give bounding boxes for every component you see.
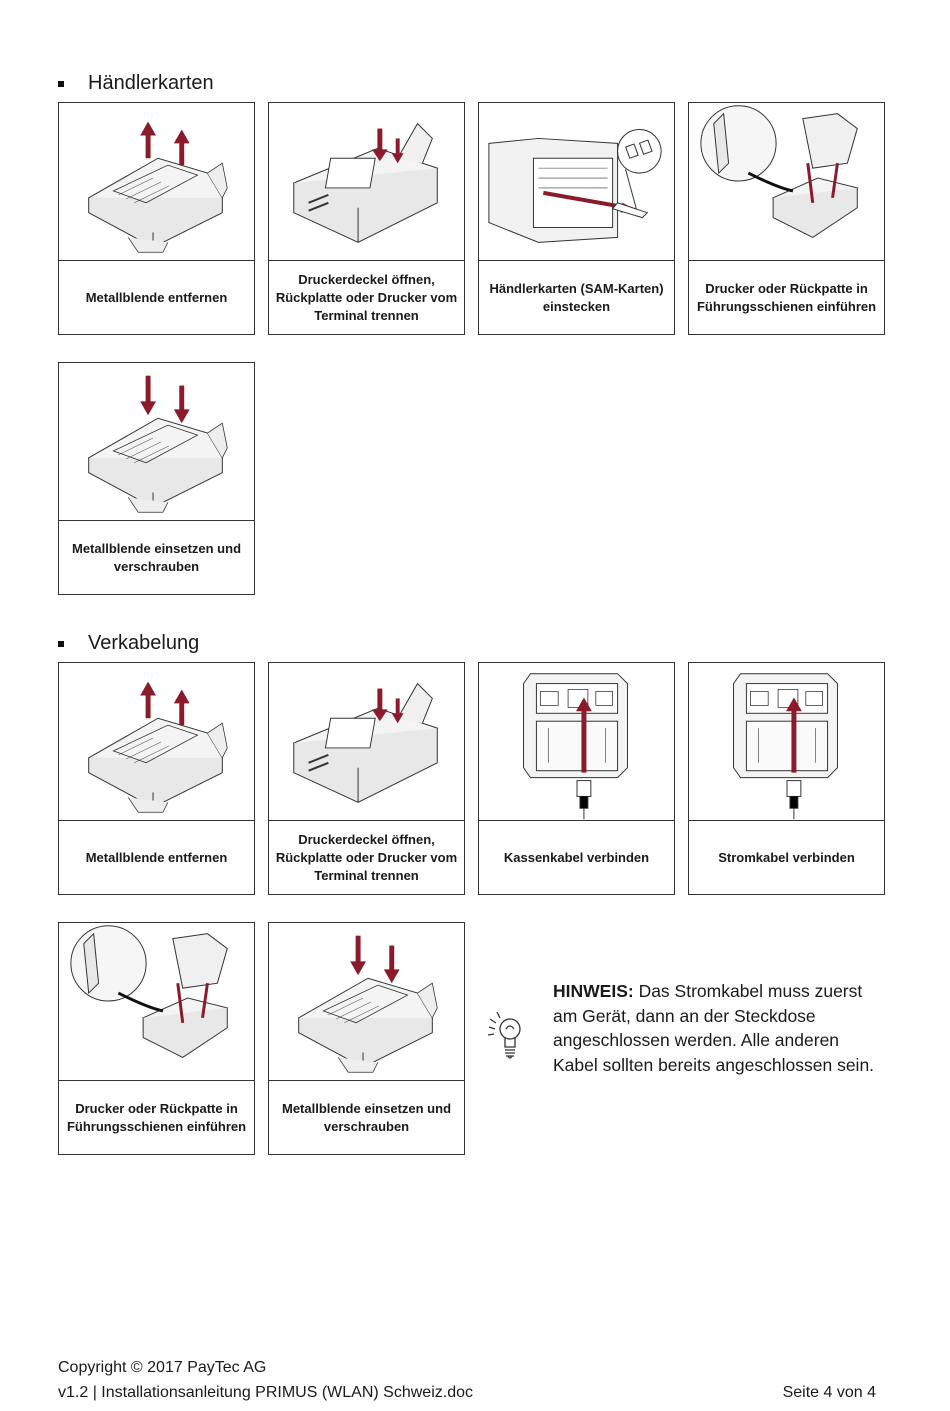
footer-document: v1.2 | Installationsanleitung PRIMUS (WL… [58,1384,473,1401]
bullet-icon [58,640,64,647]
step-card: Druckerdeckel öffnen, Rückplatte oder Dr… [268,662,465,895]
section-heading-verkabelung: Verkabelung [58,632,199,655]
section-title: Händlerkarten [88,72,214,94]
step-card: Metallblende entfernen [58,662,255,895]
hint-body: Das Stromkabel muss zuerst am Gerät, dan… [553,981,875,1075]
step-card: Drucker oder Rückpatte in Führungsschien… [58,922,255,1155]
open-cover-illustration [269,103,464,261]
footer-line: v1.2 | Installationsanleitung PRIMUS (WL… [58,1384,876,1402]
insert-printer-illustration [59,923,254,1081]
step-caption: Stromkabel verbinden [718,849,855,865]
step-card: Metallblende einsetzen und verschrauben [58,362,255,595]
lightbulb-icon [487,1011,521,1059]
remove-plate-illustration [59,103,254,261]
step-card: Händlerkarten (SAM-Karten) einstecken [478,102,675,335]
section-heading-haendlerkarten: Händlerkarten [58,72,214,95]
connect-cash-cable-illustration [479,663,674,821]
step-card: Druckerdeckel öffnen, Rückplatte oder Dr… [268,102,465,335]
footer-page-number: Seite 4 von 4 [782,1384,876,1401]
bullet-icon [58,80,64,87]
step-caption: Metallblende einsetzen und verschrauben [71,540,242,574]
step-card: Metallblende entfernen [58,102,255,335]
step-caption: Metallblende entfernen [85,849,228,865]
step-caption: Druckerdeckel öffnen, Rückplatte oder Dr… [275,831,458,883]
insert-printer-illustration [689,103,884,261]
section-title: Verkabelung [88,632,200,654]
step-caption: Metallblende entfernen [85,289,228,305]
step-card: Stromkabel verbinden [688,662,885,895]
hint-box: HINWEIS: Das Stromkabel muss zuerst am G… [486,975,886,1105]
remove-plate-illustration [59,663,254,821]
step-caption: Metallblende einsetzen und verschrauben [281,1100,452,1134]
step-card: Metallblende einsetzen und verschrauben [268,922,465,1155]
hint-label: HINWEIS: [553,981,634,1001]
insert-sam-illustration [479,103,674,261]
open-cover-illustration [269,663,464,821]
hint-text: HINWEIS: Das Stromkabel muss zuerst am G… [553,979,883,1077]
insert-plate-illustration [59,363,254,521]
insert-plate-illustration [269,923,464,1081]
step-caption: Kassenkabel verbinden [503,849,650,865]
step-card: Kassenkabel verbinden [478,662,675,895]
step-caption: Druckerdeckel öffnen, Rückplatte oder Dr… [275,271,458,323]
step-card: Drucker oder Rückpatte in Führungsschien… [688,102,885,335]
step-caption: Drucker oder Rückpatte in Führungsschien… [66,1100,247,1134]
step-caption: Händlerkarten (SAM-Karten) einstecken [489,280,664,314]
step-caption: Drucker oder Rückpatte in Führungsschien… [696,280,877,314]
footer-copyright: Copyright © 2017 PayTec AG [58,1359,267,1376]
connect-power-cable-illustration [689,663,884,821]
